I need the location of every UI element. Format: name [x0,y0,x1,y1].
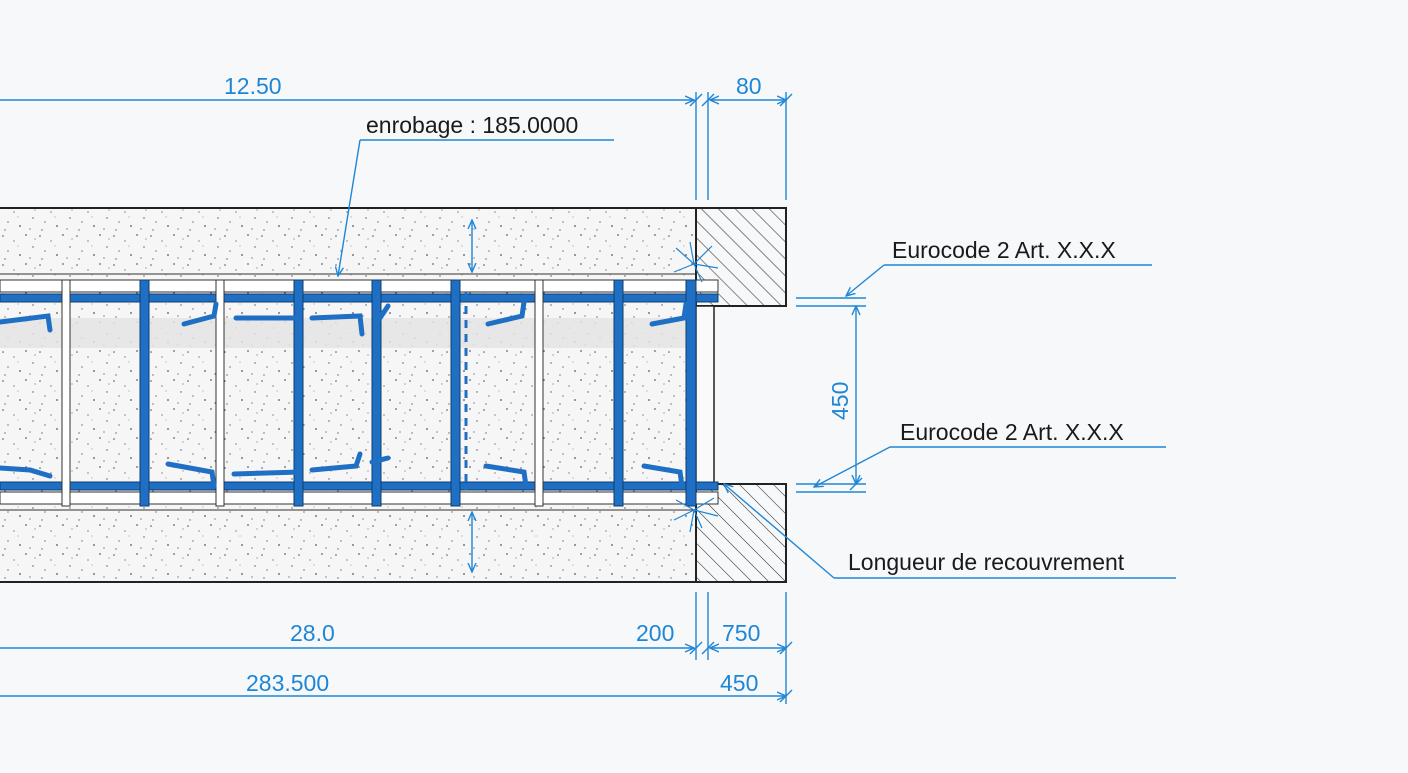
stirrup-blue [371,279,382,507]
stirrup-white [61,279,71,507]
bottom-end-dimension-1: 200 [636,620,674,646]
hook [165,461,217,489]
hook [485,299,527,327]
top-dimension-line [0,92,793,200]
stirrup-blue [450,279,461,507]
stirrup-white [534,279,544,507]
cover-leader [338,139,614,276]
top-span-dimension: 12.50 [224,73,282,99]
hook [309,451,363,473]
joint-burst-marks [673,241,719,533]
stirrup-blue [293,279,304,507]
top-rebar-main [0,293,719,303]
hook [0,465,53,479]
eurocode-bottom-note: Eurocode 2 Art. X.X.X [900,419,1124,445]
bottom-rebar-main [0,481,719,491]
beam-concrete-top-zone [0,208,696,274]
beam-compression-band [0,318,696,348]
hook [649,301,689,327]
stirrup-blue [613,279,624,507]
top-end-dimension: 80 [736,73,762,99]
vertical-dimension: 450 [827,382,853,420]
hook [309,313,365,337]
bottom-rebar-layer [0,491,719,505]
stirrups [61,279,697,507]
stirrup-white [215,279,225,507]
eurocode-bottom-leader [814,446,1166,487]
top-rebar-layer [0,279,719,293]
eurocode-top-note: Eurocode 2 Art. X.X.X [892,237,1116,263]
hook [483,463,529,489]
beam-concrete-bottom-zone [0,510,696,582]
support-column [695,207,787,583]
hook [369,455,391,465]
hook [0,313,53,333]
stirrup-blue-end [685,279,697,507]
bottom-total-end-dimension: 450 [720,670,758,696]
hook [181,301,219,327]
concrete-beam [0,207,696,583]
lap-length-note: Longueur de recouvrement [848,549,1125,575]
rebar-hooks [0,299,689,489]
eurocode-top-leader [846,264,1152,296]
hook [641,463,685,489]
vertical-dimension-line [796,297,866,493]
beam-concrete-core [0,274,696,510]
stirrup-blue [139,279,150,507]
cover-annotation: enrobage : 185.0000 [366,112,578,138]
bottom-total-dimension: 283.500 [246,670,329,696]
bottom-span-dimension: 28.0 [290,620,335,646]
lap-length-leader [724,484,1176,579]
bottom-end-dimension-2: 750 [722,620,760,646]
hook [377,303,391,321]
hook [231,469,303,477]
bottom-dimension-lines [0,592,793,704]
support-joint [695,305,715,485]
